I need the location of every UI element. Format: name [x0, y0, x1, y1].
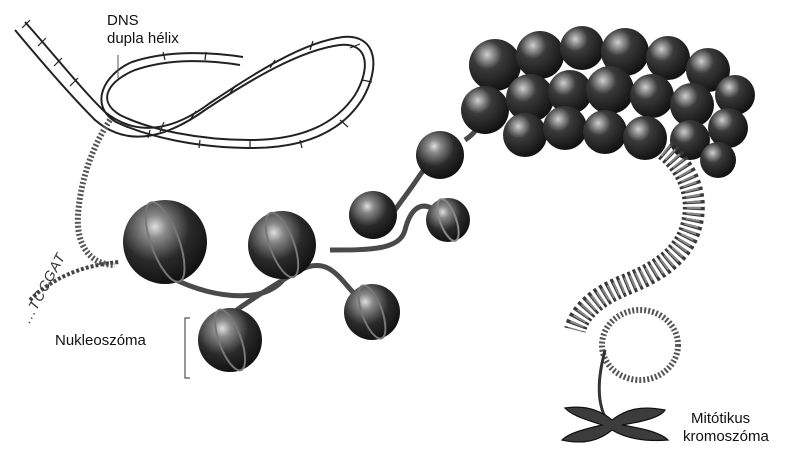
dna-subtitle-label: dupla hélix	[107, 30, 179, 47]
dna-title-label: DNS	[107, 12, 139, 29]
chromatin-fiber-cluster	[461, 26, 755, 178]
fiber-loop	[599, 310, 678, 420]
nucleosome-label: Nukleoszóma	[55, 332, 146, 349]
nucleosome-large-3	[198, 306, 262, 374]
nucleosome-large-2	[248, 209, 316, 281]
nucleosome-medium-4	[416, 131, 464, 179]
mitotic-chromosome	[562, 407, 668, 442]
nucleosome-bracket	[185, 318, 190, 378]
nucleosome-medium-2	[349, 191, 397, 239]
chromosome-label-line2: kromoszóma	[683, 428, 769, 445]
dna-double-helix	[15, 20, 373, 148]
nucleosome-medium-3	[426, 197, 470, 244]
nucleosome-large-1	[123, 198, 207, 287]
coiled-chromatin-fiber	[575, 150, 694, 330]
chromosome-label-line1: Mitótikus	[691, 410, 750, 427]
